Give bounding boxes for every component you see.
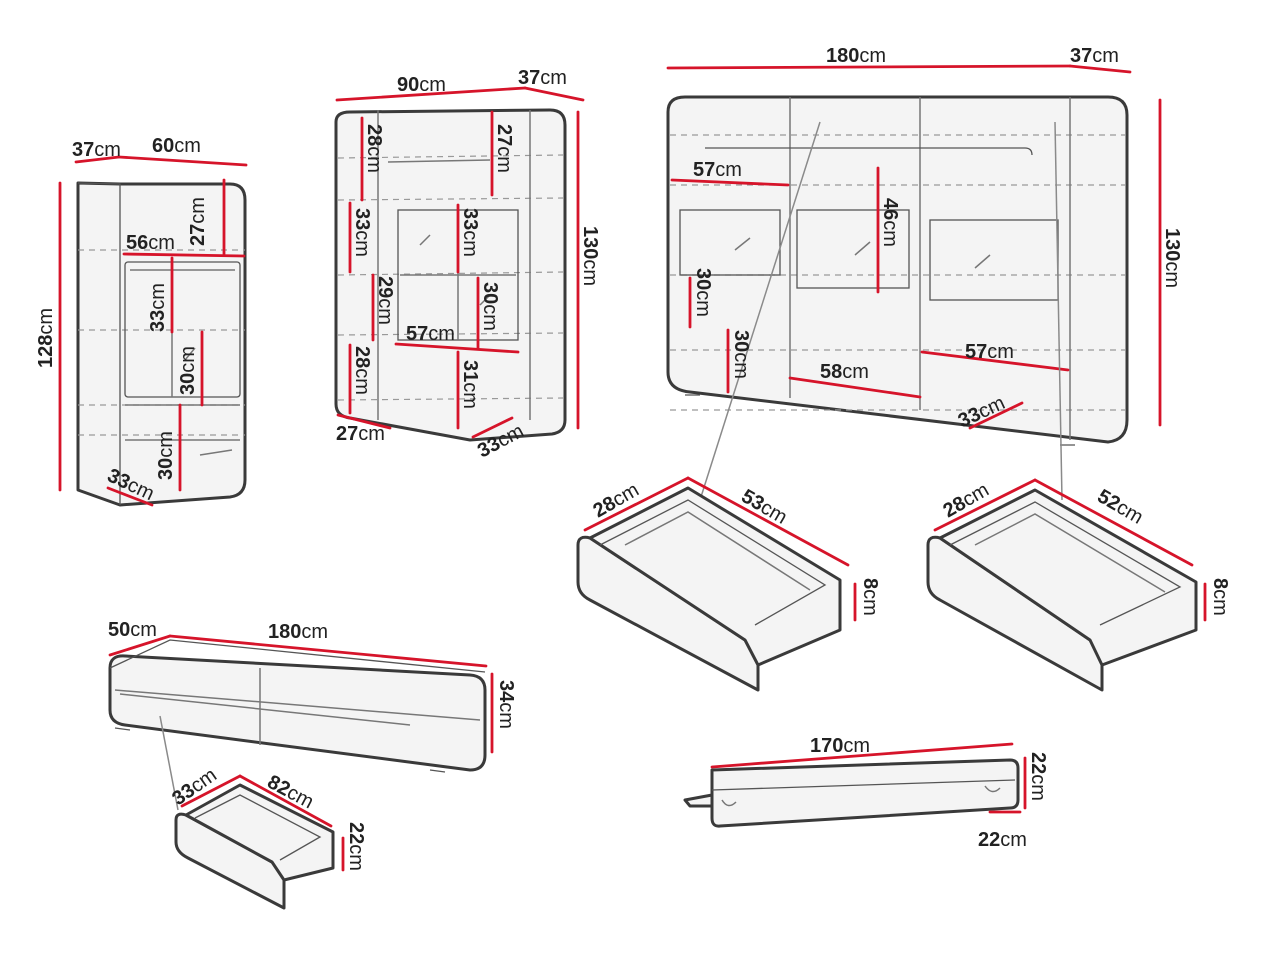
drawer-tray-left-dimensions bbox=[583, 476, 857, 622]
tall-narrow-cabinet-dimensions bbox=[58, 155, 248, 507]
tall-wide-cabinet bbox=[334, 108, 567, 442]
dim-label-57cm-left: 57cm bbox=[693, 159, 742, 181]
dim-label-52cm: 52cm bbox=[1094, 485, 1147, 529]
large-sideboard bbox=[666, 95, 1129, 446]
dim-label-22cm-tv-drawer: 22cm bbox=[345, 822, 367, 871]
dim-label-28cm-top-left: 28cm bbox=[363, 124, 385, 173]
dim-label-27cm-top-right: 27cm bbox=[493, 124, 515, 173]
dim-label-170cm: 170cm bbox=[810, 735, 870, 757]
wall-shelf bbox=[683, 758, 1020, 828]
dim-label-46cm: 46cm bbox=[879, 198, 901, 247]
dim-label-57cm-right: 57cm bbox=[965, 341, 1014, 363]
dim-label-130cm-height-mid: 130cm bbox=[579, 226, 601, 286]
large-sideboard-dimensions bbox=[666, 64, 1162, 501]
dim-label-8cm-left: 8cm bbox=[859, 578, 881, 616]
dim-label-29cm: 29cm bbox=[374, 276, 396, 325]
wall-shelf-dimensions bbox=[710, 742, 1027, 814]
dim-label-27cm-top: 27cm bbox=[187, 197, 209, 246]
dim-label-30cm-left-big: 30cm bbox=[692, 268, 714, 317]
dim-label-22cm-shelf-depth: 22cm bbox=[978, 829, 1027, 851]
dim-label-31cm: 31cm bbox=[459, 360, 481, 409]
dim-label-37cm-depth-big: 37cm bbox=[1070, 45, 1119, 67]
large-sideboard-labels: 180cm 37cm 57cm 46cm 130cm 30cm 30cm 58c… bbox=[692, 45, 1183, 433]
low-tv-unit-dimensions bbox=[108, 634, 494, 811]
wall-shelf-labels: 170cm 22cm 22cm bbox=[810, 735, 1049, 851]
dim-label-60cm-width: 60cm bbox=[152, 135, 201, 157]
dim-label-130cm-height-big: 130cm bbox=[1161, 228, 1183, 288]
tall-wide-cabinet-dimensions bbox=[335, 86, 585, 439]
dim-label-128cm-height: 128cm bbox=[35, 308, 57, 368]
dim-label-30cm-bottom: 30cm bbox=[155, 431, 177, 480]
dim-label-90cm-width: 90cm bbox=[397, 74, 446, 96]
dim-label-33cm-left: 33cm bbox=[351, 208, 373, 257]
dim-label-30cm-drawer-big: 30cm bbox=[730, 330, 752, 379]
dim-label-33cm-right: 33cm bbox=[459, 208, 481, 257]
drawer-tray-right bbox=[926, 488, 1198, 692]
drawer-tray-right-dimensions bbox=[933, 478, 1207, 622]
dim-label-57cm-mid: 57cm bbox=[406, 323, 455, 345]
dim-label-34cm: 34cm bbox=[495, 680, 517, 729]
dim-label-30cm-glass-lower: 30cm bbox=[177, 346, 199, 395]
dim-label-33cm-glass: 33cm bbox=[147, 283, 169, 332]
dim-label-27cm-bottom: 27cm bbox=[336, 423, 385, 445]
dim-label-22cm-shelf-height: 22cm bbox=[1027, 752, 1049, 801]
dim-label-8cm-right: 8cm bbox=[1209, 578, 1231, 616]
dim-label-37cm-depth: 37cm bbox=[72, 139, 121, 161]
dim-label-56cm-shelf: 56cm bbox=[126, 232, 175, 254]
dim-label-50cm: 50cm bbox=[108, 619, 157, 641]
dim-label-28cm-bottom-left: 28cm bbox=[351, 346, 373, 395]
tv-unit-drawer-dimensions bbox=[180, 774, 345, 872]
dim-label-30cm-mid: 30cm bbox=[479, 282, 501, 331]
dim-label-180cm-width-top: 180cm bbox=[826, 45, 886, 67]
low-tv-unit bbox=[108, 639, 487, 773]
low-tv-unit-labels: 50cm 180cm 34cm bbox=[108, 619, 517, 729]
drawer-tray-left bbox=[576, 486, 842, 692]
dim-label-37cm-depth-mid: 37cm bbox=[518, 67, 567, 89]
dim-label-58cm: 58cm bbox=[820, 361, 869, 383]
tall-narrow-cabinet bbox=[76, 181, 247, 507]
tv-unit-drawer bbox=[174, 783, 335, 910]
dim-label-180cm-tv: 180cm bbox=[268, 621, 328, 643]
